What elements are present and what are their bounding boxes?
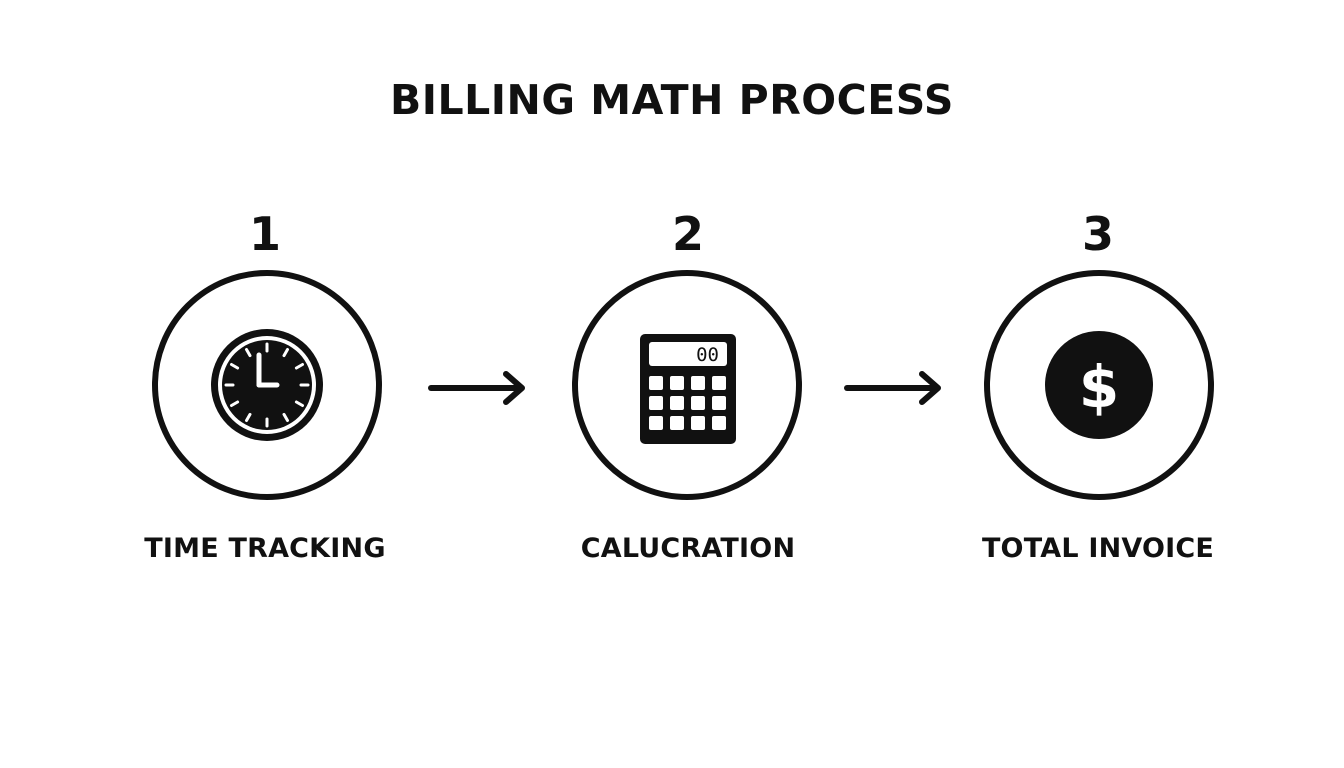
step-circle-total-invoice: $	[984, 270, 1214, 500]
step-circle-time-tracking	[152, 270, 382, 500]
step-number-3: 3	[1081, 207, 1114, 261]
step-circle-calculation: 00	[572, 270, 802, 500]
arrow-right-icon	[428, 371, 525, 405]
arrow-right-icon	[844, 371, 941, 405]
step-number-2: 2	[671, 207, 704, 261]
clock-icon	[211, 329, 323, 441]
diagram-title: BILLING MATH PROCESS	[390, 76, 954, 124]
step-label-total-invoice: TOTAL INVOICE	[981, 533, 1215, 564]
calculator-icon: 00	[640, 334, 736, 444]
step-label-calculation: CALUCRATION	[580, 533, 796, 564]
calculator-display: 00	[696, 344, 719, 366]
dollar-coin-icon: $	[1045, 331, 1153, 439]
dollar-symbol: $	[1079, 353, 1119, 421]
step-label-time-tracking: TIME TRACKING	[144, 533, 386, 564]
step-number-1: 1	[248, 207, 281, 261]
